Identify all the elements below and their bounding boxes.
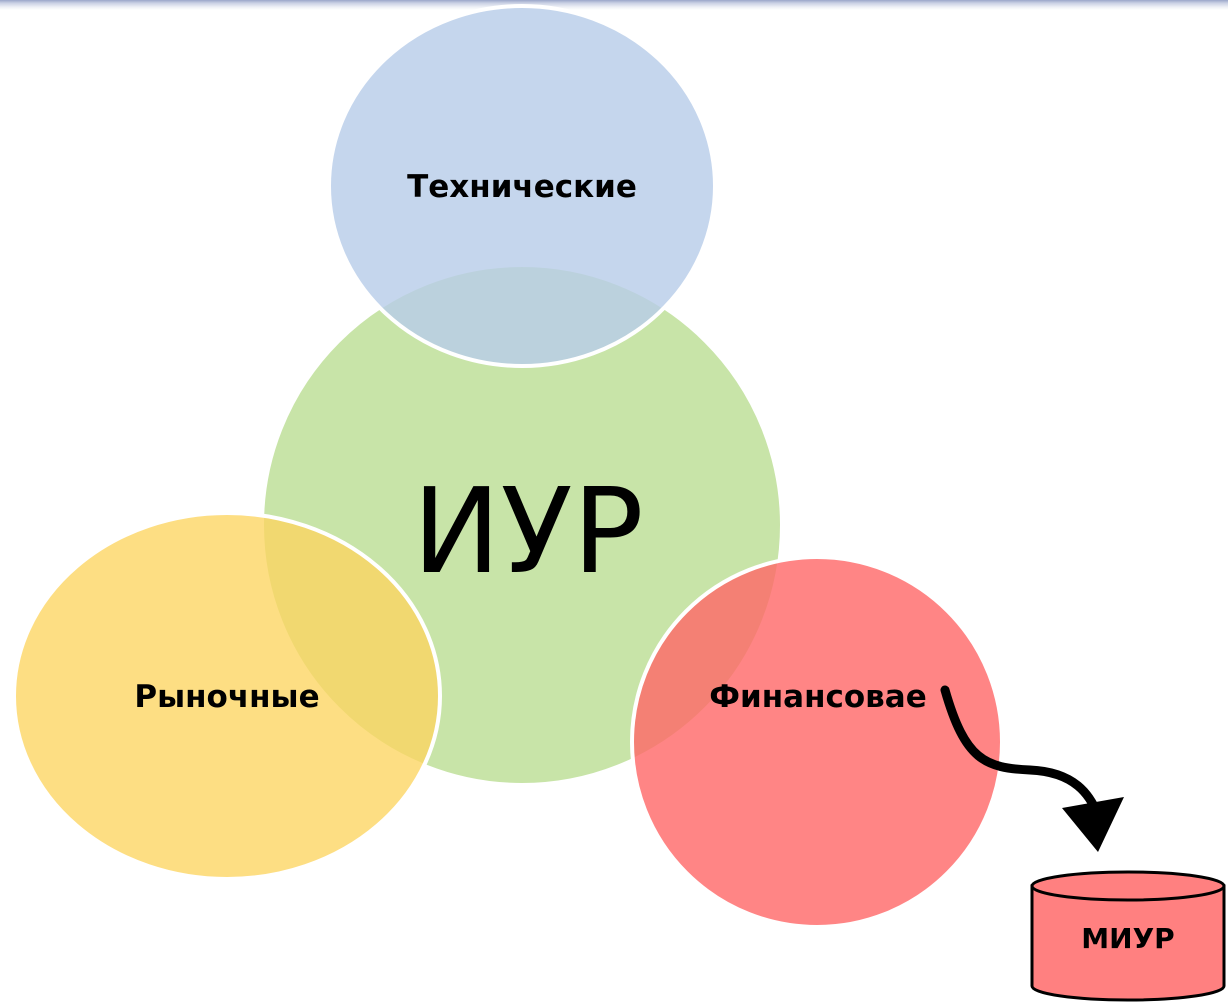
center-label: ИУР <box>412 462 643 600</box>
top-border-line <box>0 0 1228 10</box>
curved-arrow <box>940 685 1103 820</box>
arrow-head-icon <box>1062 797 1124 852</box>
right-label: Финансовае <box>709 679 926 715</box>
left-ellipse <box>12 511 442 881</box>
right-ellipse <box>630 555 1004 929</box>
top-label: Технические <box>407 169 637 205</box>
top-ellipse <box>327 4 717 368</box>
output-label: МИУР <box>1081 922 1174 955</box>
left-label: Рыночные <box>134 679 319 715</box>
output-cylinder: МИУР <box>1030 870 1226 1002</box>
